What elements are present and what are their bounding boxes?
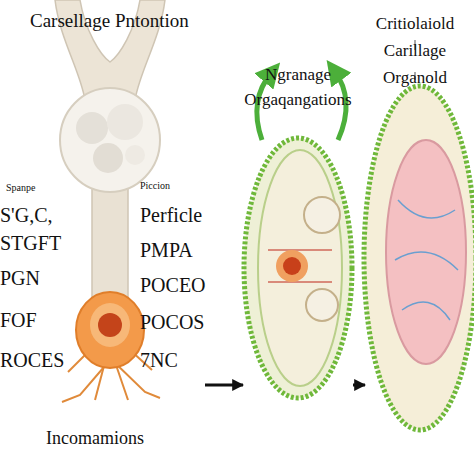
node-heading: Ngranage Orgaqangations [218,63,378,112]
side-label: Spanpe [6,183,35,193]
vessel-line [268,250,332,282]
side-label: Piccion [140,181,170,191]
cell-circle [304,197,340,233]
side-label: PMPA [140,240,193,260]
vein-lines [395,200,458,320]
bulb-ring [90,303,130,347]
core-dot [283,257,301,275]
bulb-core [98,313,122,337]
organoid-core [386,140,466,364]
side-label: POCOS [140,312,204,332]
side-label: FOF [0,310,37,330]
cartilage-bump [125,145,145,165]
side-label: Perficle [140,205,202,225]
node-heading: Critiolaiold Carillage Organold [355,10,474,92]
cartilage-knob [60,88,160,192]
side-label: POCEO [140,275,206,295]
cell-circle [306,289,338,321]
bone-shaft [92,180,128,305]
diagram-title: Carsellage Pntontion [30,10,189,32]
organoid-stage: Ngranage Orgaqangations [243,55,353,400]
cartilage-bump [107,104,143,140]
side-label: PGN [0,268,40,288]
organoid-outline [244,138,352,398]
organoid-outline [364,86,474,430]
cartilage-bump [93,143,123,173]
side-label: ROCES [0,350,64,370]
side-label: S'G,C, [0,205,53,225]
cartilage-organoid: Critiolaiold Carillage Organold [365,0,474,440]
flow-arrow [205,384,243,387]
core-ring [276,250,308,282]
flow-arrow [353,384,365,387]
organoid-inner [258,150,342,386]
bone-illustration: Incomamions [20,0,205,455]
cartilage-bump [76,112,108,144]
side-label: STGFT [0,233,61,253]
side-label: 7NC [140,350,178,370]
node-heading: Incomamions [20,428,170,449]
bone-bulb [76,292,144,368]
